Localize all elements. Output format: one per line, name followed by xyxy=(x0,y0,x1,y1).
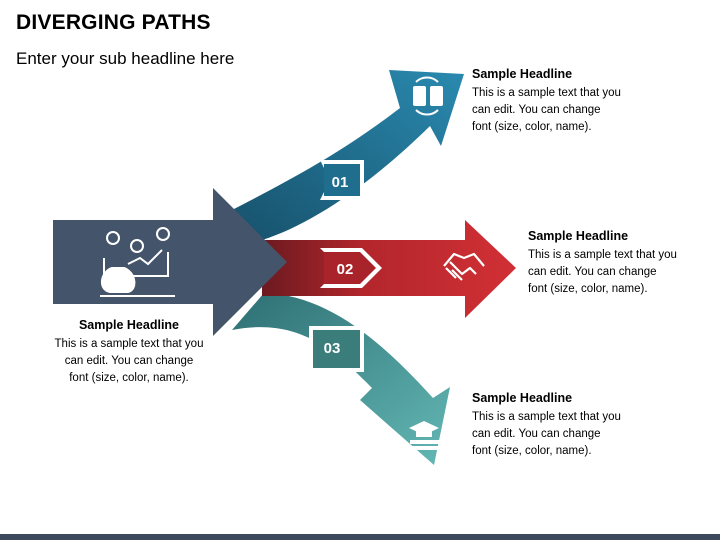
number-02-label: 02 xyxy=(337,261,354,278)
main-body-text: This is a sample text that you can edit.… xyxy=(54,338,204,384)
money-growth-chart-icon xyxy=(100,227,175,297)
page-subtitle: Enter your sub headline here xyxy=(16,49,235,68)
main-arrow xyxy=(53,188,287,336)
path-02-body-text: This is a sample text that you can edit.… xyxy=(528,249,677,295)
number-tag-01: 01 xyxy=(320,160,364,200)
path-01-body-text: This is a sample text that you can edit.… xyxy=(472,87,621,133)
main-headline: Sample Headline xyxy=(78,318,180,332)
bottom-bar xyxy=(0,534,720,540)
handshake-icon xyxy=(443,252,485,281)
number-tag-02: 02 xyxy=(320,248,382,288)
path-01-arrow xyxy=(232,70,464,240)
path-01-text-block: Sample Headline This is a sample text th… xyxy=(472,66,622,136)
main-text-block: Sample Headline This is a sample text th… xyxy=(54,317,204,387)
page-title: DIVERGING PATHS xyxy=(16,11,211,34)
number-03-label: 03 xyxy=(324,340,341,357)
path-03-arrow xyxy=(232,293,450,465)
path-02-headline: Sample Headline xyxy=(528,229,629,243)
path-03-body-text: This is a sample text that you can edit.… xyxy=(472,411,621,457)
mobile-exchange-icon xyxy=(413,76,443,116)
number-tag-03: 03 xyxy=(309,326,364,372)
path-01-headline: Sample Headline xyxy=(472,67,573,81)
path-03-text-block: Sample Headline This is a sample text th… xyxy=(472,390,622,460)
number-01-label: 01 xyxy=(332,174,349,191)
path-02-text-block: Sample Headline This is a sample text th… xyxy=(528,228,678,298)
graduation-cap-book-icon xyxy=(409,421,440,450)
path-03-headline: Sample Headline xyxy=(472,391,573,405)
path-02-arrow xyxy=(262,220,516,318)
